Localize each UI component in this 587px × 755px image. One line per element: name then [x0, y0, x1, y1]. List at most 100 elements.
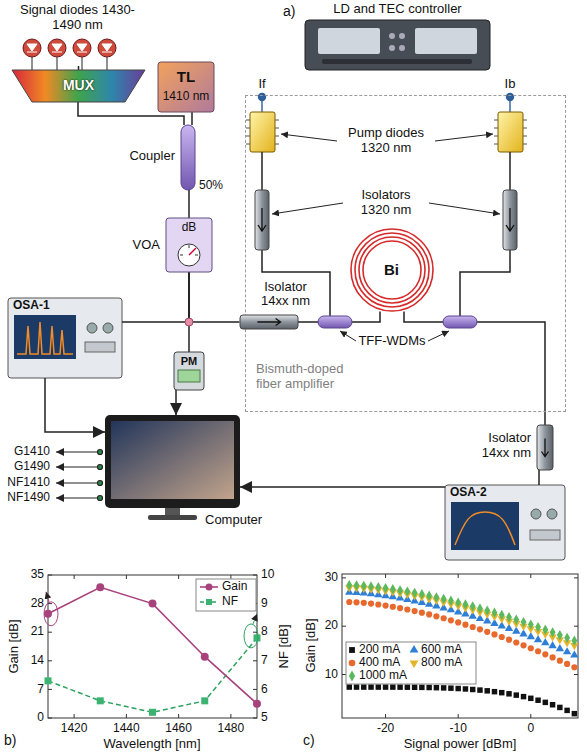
gain-nf-chart [253, 660, 257, 661]
optical-fiber [188, 272, 190, 352]
data-series [563, 647, 571, 654]
osa-2-device [547, 509, 557, 519]
data-series [513, 614, 519, 624]
data-series [441, 615, 447, 621]
gain-power-chart [342, 626, 346, 627]
data-series [375, 601, 381, 607]
data-series [376, 684, 381, 689]
gain-nf-chart [126, 714, 127, 718]
multiplexer: MUX [12, 70, 145, 102]
legend-sample [410, 660, 419, 668]
data-series [541, 638, 549, 645]
controller: LD and TEC controller [305, 2, 490, 70]
node-shape [180, 245, 198, 255]
data-series [419, 589, 425, 599]
node-text: PM [181, 355, 198, 368]
signal-diode-symbols [82, 57, 83, 70]
label-text: Ib [505, 77, 516, 92]
label-text: G1490 [14, 460, 50, 474]
data-series [514, 692, 519, 697]
pump-diodes [250, 112, 275, 152]
data-series [345, 588, 578, 658]
data-series [354, 684, 359, 689]
label-text: 9 [261, 597, 268, 611]
osa-1-device [103, 323, 113, 333]
output-arrows [98, 450, 103, 455]
gain-power-chart [574, 577, 578, 578]
data-series [521, 617, 527, 627]
osa-1-device [17, 322, 73, 354]
label-text: Wavelength [nm] [103, 737, 200, 752]
legend-text: NF [222, 595, 238, 609]
data-series [470, 601, 476, 611]
gain-nf-chart [74, 714, 75, 718]
data-series [535, 622, 541, 632]
label-text: TFF-WDMs [358, 334, 425, 349]
computer-monitor [111, 421, 234, 499]
controller-device [415, 28, 477, 54]
osa-1-device [87, 323, 97, 333]
node-text: Bi [384, 261, 399, 278]
data-series [448, 596, 454, 606]
data-series [564, 708, 569, 713]
node-text: Computer [205, 513, 262, 528]
label-text: a) [283, 3, 295, 19]
data-series [397, 684, 402, 689]
gain-nf-chart [253, 718, 257, 719]
gain-power-chart [342, 574, 578, 718]
optical-fiber [538, 470, 540, 485]
data-series [492, 689, 497, 694]
data-series [528, 696, 533, 701]
legend-sample [349, 660, 356, 667]
data-series [347, 684, 578, 716]
label-text: 28 [31, 597, 44, 611]
legend-text: 200 mA [359, 643, 400, 657]
data-series [463, 599, 469, 609]
label-text: 10 [325, 668, 338, 682]
output-arrows [56, 451, 103, 452]
node-text: Bismuth-doped fiber amplifier [256, 362, 371, 392]
label-text: c) [303, 732, 315, 748]
wdm-coupler [318, 316, 352, 328]
gain-nf-chart [45, 677, 52, 684]
data-series [557, 658, 563, 664]
data-series [412, 588, 418, 598]
label-text: 0 [37, 711, 44, 725]
gain-nf-chart [196, 579, 256, 611]
gain-nf-chart [253, 575, 257, 576]
data-series [484, 605, 490, 615]
gain-power-chart [458, 714, 459, 718]
data-series [346, 599, 577, 670]
data-series [484, 629, 490, 635]
data-series [455, 619, 461, 625]
output-arrows [98, 496, 103, 501]
label-text: 1440 [113, 722, 140, 736]
label-text: 1480 [218, 722, 245, 736]
data-series [368, 684, 373, 689]
data-series [484, 688, 489, 693]
tunable-laser: TL1410 nm [158, 62, 214, 112]
data-series [557, 630, 563, 640]
data-series [557, 705, 562, 710]
node-text: VOA [133, 238, 160, 253]
label-text: 5 [261, 711, 268, 725]
node-shape [166, 218, 212, 272]
gain-nf-chart [48, 632, 52, 633]
data-series [506, 612, 512, 622]
optical-fiber [189, 272, 240, 322]
data-series [433, 592, 439, 602]
data-series [426, 591, 432, 601]
label-text: 35 [31, 568, 44, 582]
data-link-arrow [45, 378, 105, 432]
computer: Computer [105, 415, 240, 508]
gain-nf-chart [254, 634, 261, 641]
data-series [477, 626, 483, 632]
data-series [441, 594, 447, 604]
data-series [397, 605, 403, 611]
node-shape [257, 318, 280, 325]
label-text: NF [dB] [277, 624, 292, 668]
data-series [564, 661, 570, 667]
output-arrows [98, 481, 103, 486]
node-text: OSA-2 [450, 486, 487, 500]
signal-diode-symbols [32, 57, 33, 70]
